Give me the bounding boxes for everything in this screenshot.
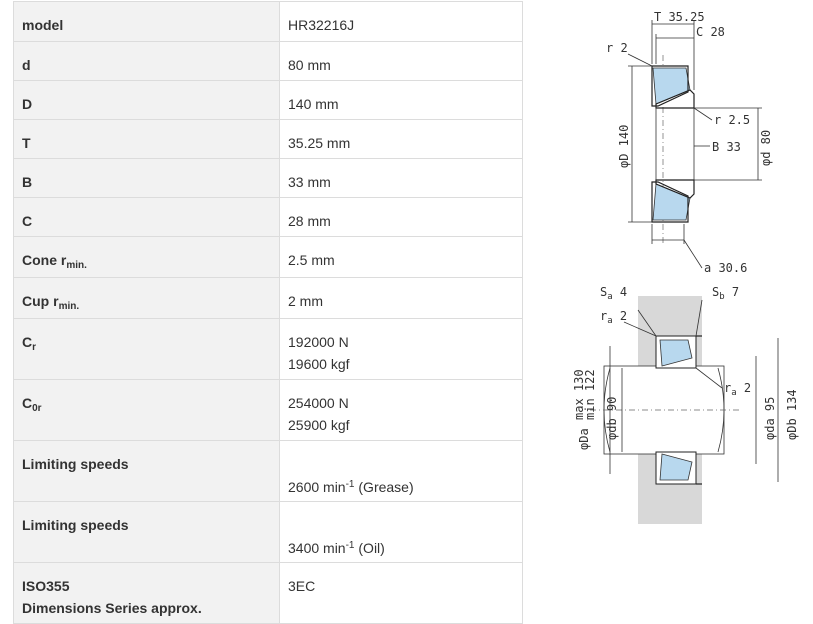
spec-value-cone-r: 2.5 mm (279, 236, 523, 278)
spec-label-T: T (13, 119, 280, 159)
dim-ra-top-label: ra 2 (600, 309, 627, 326)
cone-r-text: Cone r (22, 252, 67, 268)
iso-label-1: ISO355 (22, 578, 70, 594)
dim-T-label: T 35.25 (654, 10, 705, 24)
cor-value-n: 254000 N (288, 395, 349, 411)
cr-sub: r (32, 342, 37, 353)
table-row: C 28 mm (13, 197, 523, 237)
spec-label-limit-oil: Limiting speeds (13, 501, 280, 563)
spec-label-C: C (13, 197, 280, 237)
top-dimensions: T 35.25 C 28 r 2 r 2.5 B 33 φD 140 φd 80… (606, 10, 773, 275)
spec-label-B: B (13, 158, 280, 198)
spec-value-cor: 254000 N 25900 kgf (279, 379, 523, 441)
mounting-drawing (590, 296, 740, 524)
spec-value-B: 33 mm (279, 158, 523, 198)
table-row: B 33 mm (13, 158, 523, 198)
spec-value-limit-oil: 3400 min-1 (Oil) (279, 501, 523, 563)
leader-line (693, 107, 713, 121)
spec-label-cone-r: Cone rmin. (13, 236, 280, 278)
dim-Sa-label: Sa 4 (600, 285, 627, 302)
cup-r-text: Cup r (22, 293, 59, 309)
leader-line (683, 239, 703, 269)
dim-db-label: φdb 90 (605, 397, 619, 440)
spec-label-D: D (13, 80, 280, 120)
cup-top (651, 65, 689, 107)
roller-bottom (652, 183, 691, 221)
table-row: Limiting speeds 3400 min-1 (Oil) (13, 501, 523, 563)
table-row: model HR32216J (13, 1, 523, 42)
cone-bottom (655, 179, 695, 199)
cor-value-kgf: 25900 kgf (288, 417, 350, 433)
table-row: Cup rmin. 2 mm (13, 277, 523, 319)
dim-Db-label: φDb 134 (785, 389, 799, 440)
cor-text: C (22, 395, 33, 411)
leader-line (695, 367, 723, 389)
cr-text: C (22, 334, 33, 350)
leader-line (695, 299, 703, 337)
spec-value-C: 28 mm (279, 197, 523, 237)
dim-r-cup-label: r 2 (606, 41, 628, 55)
roller-top (659, 339, 693, 367)
grease-speed-sup: -1 (345, 479, 355, 490)
leader-line (623, 321, 657, 337)
dim-a-label: a 30.6 (704, 261, 747, 275)
bearing-drawing: T 35.25 C 28 r 2 r 2.5 B 33 φD 140 φd 80… (572, 10, 799, 524)
spec-value-T: 35.25 mm (279, 119, 523, 159)
cor-sub: 0r (32, 403, 42, 414)
table-row: Cone rmin. 2.5 mm (13, 236, 523, 278)
iso-label-2: Dimensions Series approx. (22, 600, 202, 616)
grease-speed-suffix: (Grease) (354, 479, 414, 495)
specification-table: model HR32216J d 80 mm D 140 mm T 35.25 … (13, 1, 523, 624)
cone-top (655, 89, 695, 109)
spec-label-limit-grease: Limiting speeds (13, 440, 280, 502)
table-row: d 80 mm (13, 41, 523, 81)
spec-value-model: HR32216J (279, 1, 523, 42)
dim-Da-min-label: min 122 (583, 369, 597, 420)
dim-r-cone-label: r 2.5 (714, 113, 750, 127)
dim-Da-label: φDa (577, 428, 591, 450)
oil-speed-suffix: (Oil) (354, 540, 385, 556)
leader-line (637, 309, 657, 337)
spec-value-D: 140 mm (279, 80, 523, 120)
spec-value-limit-grease: 2600 min-1 (Grease) (279, 440, 523, 502)
dim-C-label: C 28 (696, 25, 725, 39)
table-row: T 35.25 mm (13, 119, 523, 159)
dim-d-label: φd 80 (759, 130, 773, 166)
cup-bottom (651, 181, 689, 223)
spec-label-cup-r: Cup rmin. (13, 277, 280, 319)
spec-value-iso: 3EC (279, 562, 523, 624)
cr-value-n: 192000 N (288, 334, 349, 350)
dim-D-label: φD 140 (617, 125, 631, 168)
roller-top (652, 67, 691, 105)
table-row: Limiting speeds 2600 min-1 (Grease) (13, 440, 523, 502)
dim-da-label: φda 95 (763, 397, 777, 440)
oil-speed-sup: -1 (345, 540, 355, 551)
spec-label-cor: C0r (13, 379, 280, 441)
dim-Da-max-label: max 130 (572, 369, 586, 420)
bearing-cross-section (651, 55, 695, 245)
spec-value-cup-r: 2 mm (279, 277, 523, 319)
dim-ra-right-label: ra 2 (724, 381, 751, 398)
spec-value-cr: 192000 N 19600 kgf (279, 318, 523, 380)
table-row: C0r 254000 N 25900 kgf (13, 379, 523, 441)
cup-r-sub: min. (58, 301, 80, 312)
spec-label-cr: Cr (13, 318, 280, 380)
spec-label-model: model (13, 1, 280, 42)
leader-line (627, 53, 653, 67)
roller-bottom (659, 453, 693, 481)
spec-value-d: 80 mm (279, 41, 523, 81)
cr-value-kgf: 19600 kgf (288, 356, 350, 372)
table-row: D 140 mm (13, 80, 523, 120)
grease-speed: 2600 min (288, 479, 346, 495)
table-row: Cr 192000 N 19600 kgf (13, 318, 523, 380)
spec-label-d: d (13, 41, 280, 81)
cone-r-sub: min. (66, 260, 87, 271)
oil-speed: 3400 min (288, 540, 346, 556)
bottom-dimensions: Sa 4 Sb 7 ra 2 ra 2 φDa max 130 min 122 … (572, 285, 799, 482)
dim-Sb-label: Sb 7 (712, 285, 739, 302)
dim-B-label: B 33 (712, 140, 741, 154)
